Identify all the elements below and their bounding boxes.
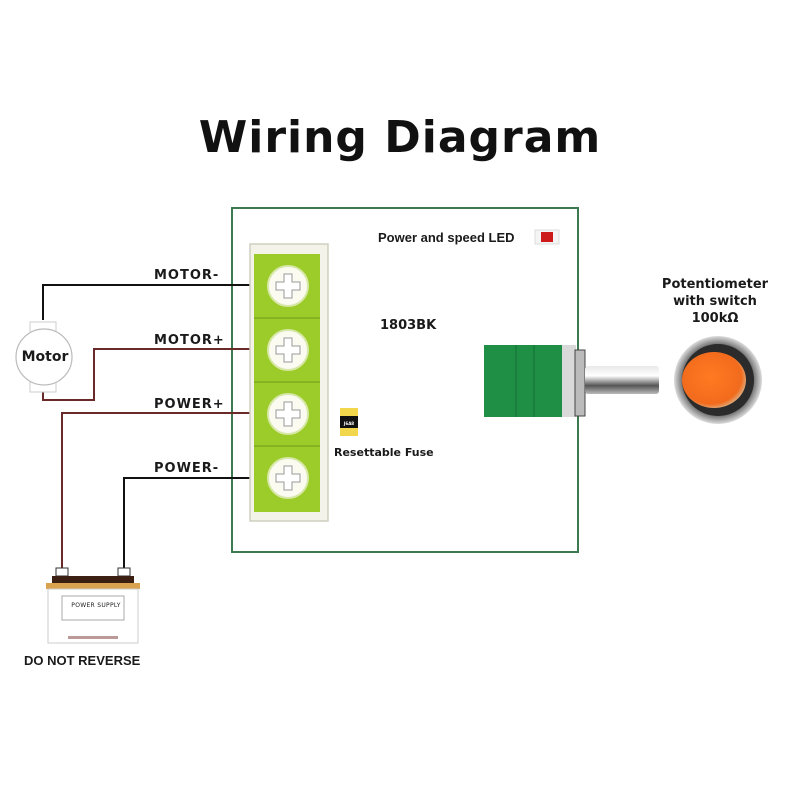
board-model: 1803BK	[380, 318, 437, 333]
label-motor-minus: MOTOR-	[154, 268, 220, 283]
terminal-screw-motorplus	[267, 329, 309, 371]
power-supply-battery	[46, 567, 140, 644]
wire-power-plus	[61, 412, 250, 572]
potentiometer-knob	[674, 336, 762, 424]
wire-motor-minus	[42, 284, 250, 320]
label-power-minus: POWER-	[154, 461, 220, 476]
terminal-screw-powerplus	[267, 393, 309, 435]
terminal-screw-motorminus	[267, 265, 309, 307]
terminal-screw-powerminus	[267, 457, 309, 499]
fuse-label: Resettable Fuse	[334, 446, 434, 459]
motor-symbol	[15, 321, 73, 393]
label-power-plus: POWER+	[154, 397, 225, 412]
terminal-block	[249, 243, 329, 522]
wires	[42, 284, 250, 572]
potentiometer-label: Potentiometer with switch 100kΩ	[640, 276, 790, 327]
phillips-cross-icon	[275, 337, 301, 363]
motor-label: Motor	[21, 349, 69, 365]
label-motor-plus: MOTOR+	[154, 333, 225, 348]
resettable-fuse	[340, 408, 358, 436]
potentiometer-body	[484, 345, 659, 417]
potentiometer-label-line3: 100kΩ	[691, 311, 739, 326]
led-label: Power and speed LED	[378, 230, 515, 245]
phillips-cross-icon	[275, 401, 301, 427]
diagram-title: Wiring Diagram	[198, 112, 602, 163]
phillips-cross-icon	[275, 465, 301, 491]
fuse-marking: J6A8	[343, 421, 355, 426]
wire-motor-plus	[42, 348, 250, 401]
potentiometer-label-line2: with switch	[673, 294, 757, 309]
power-supply-label: POWER SUPPLY	[71, 602, 121, 609]
wire-power-minus	[123, 477, 250, 572]
potentiometer-label-line1: Potentiometer	[661, 277, 769, 292]
phillips-cross-icon	[275, 273, 301, 299]
led-indicator	[534, 229, 560, 245]
polarity-warning: DO NOT REVERSE	[24, 653, 141, 668]
